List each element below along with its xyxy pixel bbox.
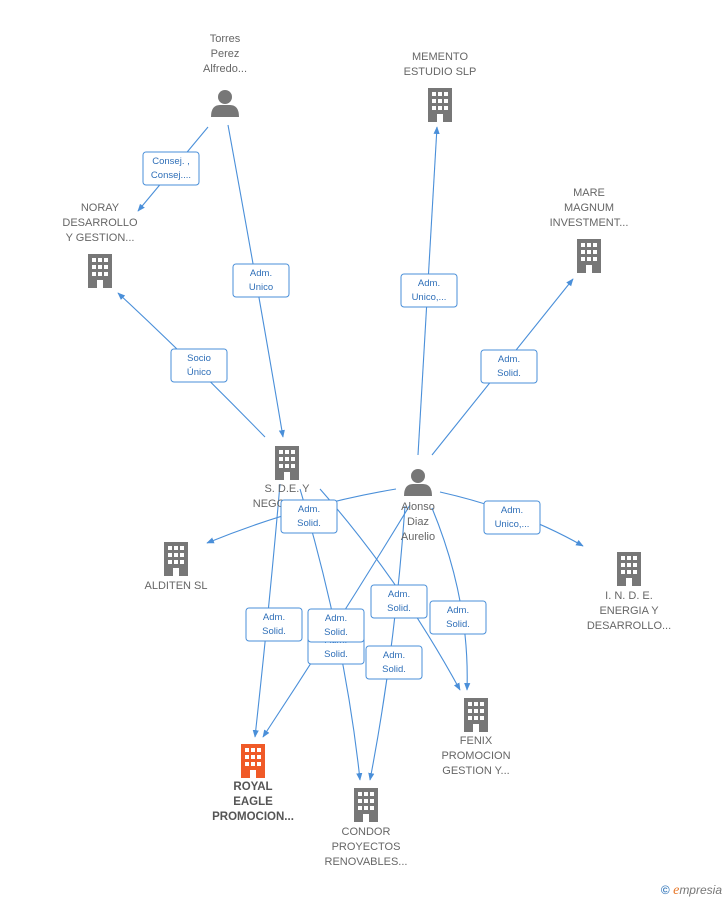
node-label-line: FENIX xyxy=(460,735,493,747)
node-label-line: DESARROLLO... xyxy=(587,620,671,632)
node-label-line: EAGLE xyxy=(233,796,273,808)
copyright-icon: © xyxy=(660,883,670,897)
node-label-line: Diaz xyxy=(407,516,429,528)
edge-label-sdey-condor[interactable]: Adm. Solid. xyxy=(307,608,365,643)
building-icon xyxy=(241,744,265,778)
node-label-line: PROMOCION xyxy=(441,750,510,762)
node-label-line: Y GESTION... xyxy=(66,232,135,244)
edge-label-line: Solid. xyxy=(324,627,348,638)
building-icon xyxy=(275,446,299,480)
edge-label-line: Adm. xyxy=(418,278,440,289)
edge-label-line: Unico xyxy=(249,282,273,293)
node-memento[interactable]: MEMENTO ESTUDIO SLP xyxy=(404,51,477,122)
node-label-line: Aurelio xyxy=(401,531,435,543)
node-label-line: ENERGIA Y xyxy=(599,605,659,617)
node-label-line: Torres xyxy=(210,33,241,45)
node-label-line: S. D.E. Y xyxy=(264,483,310,495)
edge-label-line: Unico,... xyxy=(495,519,530,530)
edge-label-line: Único xyxy=(187,367,211,378)
edge-label-line: Adm. xyxy=(498,354,520,365)
node-label-line: Perez xyxy=(211,48,240,60)
edge-label-alonso-fenix[interactable]: Adm. Solid. xyxy=(429,600,487,635)
edge-label-line: Consej. , xyxy=(152,156,190,167)
edge-label-sdey-fenix[interactable]: Adm. Solid. xyxy=(370,584,428,619)
building-icon xyxy=(617,552,641,586)
person-icon xyxy=(211,90,239,117)
node-label-line: ESTUDIO SLP xyxy=(404,66,477,78)
edge-label-line: Solid. xyxy=(387,603,411,614)
edge-label-line: Adm. xyxy=(388,589,410,600)
edge-label-sdey-royal[interactable]: Adm. Solid. xyxy=(245,607,303,642)
node-torres[interactable]: TorresPerezAlfredo... xyxy=(203,33,247,117)
building-icon xyxy=(164,542,188,576)
edge-sdey-royal xyxy=(252,483,281,738)
person-icon xyxy=(404,469,432,496)
edge-label-line: Solid. xyxy=(446,619,470,630)
node-label-line: RENOVABLES... xyxy=(325,856,408,868)
node-label-line: ROYAL xyxy=(233,781,272,793)
edge-label-alonso-inde[interactable]: Adm. Unico,... xyxy=(483,500,541,535)
brand-letter: e xyxy=(673,883,680,898)
edge-label-alonso-condor[interactable]: Adm. Solid. xyxy=(365,645,423,680)
node-label-line: MEMENTO xyxy=(412,51,468,63)
node-alditen[interactable]: ALDITEN SL xyxy=(145,542,208,592)
building-icon xyxy=(464,698,488,732)
brand-watermark: © empresia xyxy=(661,883,722,899)
edge-label-alonso-mare[interactable]: Adm. Solid. xyxy=(480,349,538,384)
node-royal[interactable]: ROYAL EAGLE PROMOCION... xyxy=(212,744,294,823)
node-label-line: I. N. D. E. xyxy=(605,590,653,602)
edge-label-line: Adm. xyxy=(325,613,347,624)
edge-label-line: Consej.... xyxy=(151,170,191,181)
node-mare[interactable]: MARE MAGNUM INVESTMENT... xyxy=(550,187,629,273)
edge-label-line: Solid. xyxy=(382,664,406,675)
edge-label-line: Adm. xyxy=(447,605,469,616)
node-inde[interactable]: I. N. D. E. ENERGIA Y DESARROLLO... xyxy=(587,552,671,632)
edge-label-line: Solid. xyxy=(497,368,521,379)
edge-label-torres-noray[interactable]: Consej. , Consej.... xyxy=(142,151,200,186)
node-label-line: GESTION Y... xyxy=(442,765,509,777)
building-icon xyxy=(354,788,378,822)
edge-alonso-condor xyxy=(368,505,406,781)
node-condor[interactable]: CONDOR PROYECTOS RENOVABLES... xyxy=(325,788,408,868)
edge-label-line: Adm. xyxy=(263,612,285,623)
node-label-line: PROMOCION... xyxy=(212,811,294,823)
edge-label-alonso-alditen[interactable]: Adm. Solid. xyxy=(280,499,338,534)
node-label-line: MARE xyxy=(573,187,605,199)
node-label-line: ALDITEN SL xyxy=(145,580,208,592)
edge-label-alonso-memento[interactable]: Adm. Unico,... xyxy=(400,273,458,308)
edge-label-line: Solid. xyxy=(324,649,348,660)
edge-label-line: Solid. xyxy=(297,518,321,529)
node-label-line: MAGNUM xyxy=(564,202,614,214)
edge-label-line: Socio xyxy=(187,353,211,364)
node-fenix[interactable]: FENIX PROMOCION GESTION Y... xyxy=(441,698,511,777)
node-label-line: DESARROLLO xyxy=(62,217,138,229)
node-noray[interactable]: NORAY DESARROLLO Y GESTION... xyxy=(62,202,138,288)
edge-label-line: Adm. xyxy=(501,505,523,516)
brand-text: mpresia xyxy=(679,883,722,897)
node-label-line: INVESTMENT... xyxy=(550,217,629,229)
node-label-line: PROYECTOS xyxy=(332,841,401,853)
edge-label-line: Adm. xyxy=(383,650,405,661)
building-icon xyxy=(428,88,452,122)
edge-label-line: Adm. xyxy=(250,268,272,279)
node-label-line: NORAY xyxy=(81,202,120,214)
building-icon xyxy=(577,239,601,273)
edge-label-torres-sdey[interactable]: Adm. Unico xyxy=(232,263,290,298)
edge-label-line: Adm. xyxy=(298,504,320,515)
node-label-line: Alfredo... xyxy=(203,63,247,75)
edge-alonso-fenix xyxy=(431,507,471,691)
node-label-line: Alonso xyxy=(401,501,435,513)
edge-label-line: Unico,... xyxy=(412,292,447,303)
node-label-line: CONDOR xyxy=(342,826,391,838)
edge-label-line: Solid. xyxy=(262,626,286,637)
building-icon xyxy=(88,254,112,288)
